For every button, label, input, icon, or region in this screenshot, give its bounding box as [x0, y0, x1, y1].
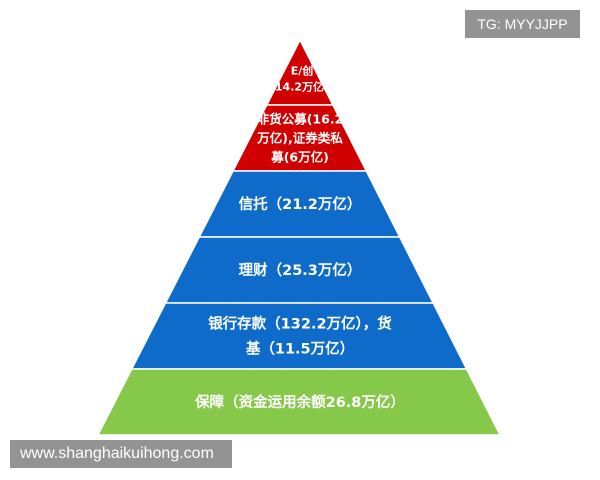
- watermark-bottom: www.shanghaikuihong.com: [10, 440, 232, 468]
- pyramid-layer-2-label-line-1: 非货公募(16.2: [257, 112, 344, 127]
- pyramid-layer-4-label-line-1: 理财（25.3万亿）: [239, 261, 362, 279]
- pyramid-layer-3-label-line-1: 信托（21.2万亿）: [239, 195, 362, 213]
- pyramid-layer-6-label-line-1: 保障（资金运用余额26.8万亿）: [194, 393, 405, 411]
- pyramid-layer-2-label-line-3: 募(6万亿): [270, 150, 329, 165]
- pyramid-layer-1-label-line-1: E/创: [291, 63, 314, 77]
- watermark-top: TG: MYYJJPP: [465, 10, 580, 38]
- pyramid-layer-5: [130, 302, 468, 370]
- pyramid-layer-5-label-line-1: 银行存款（132.2万亿），货: [208, 315, 392, 333]
- pyramid-layer-5-label-line-2: 基（11.5万亿）: [245, 340, 354, 358]
- pyramid-layer-2-label-line-2: 万亿),证券类私: [256, 131, 343, 146]
- pyramid-layer-6: [96, 368, 502, 436]
- pyramid-layer-1-label-line-2: 14.2万亿): [275, 79, 329, 93]
